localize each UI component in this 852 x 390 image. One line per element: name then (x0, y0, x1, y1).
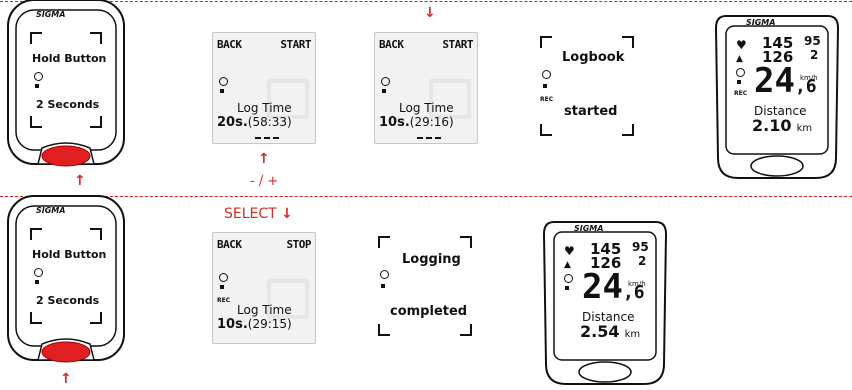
plus-minus-label: - / + (250, 174, 279, 189)
start-label: START (442, 38, 473, 51)
indicator-dot (381, 284, 385, 288)
rec-label: REC (217, 297, 231, 304)
altitude-icon: ▲ (736, 54, 743, 64)
hold-line2: 2 Seconds (36, 294, 100, 307)
screen-logbook-started: Logbook REC started (536, 32, 638, 142)
arrow-down-icon: ↓ (424, 5, 436, 21)
speed-unit: km/h (628, 280, 646, 288)
indicator-dot (220, 89, 224, 93)
arrow-up-icon: ↑ (258, 151, 270, 167)
indicator-dot (737, 80, 741, 84)
rec-label: REC (734, 90, 748, 97)
top-dashed-separator (0, 1, 852, 2)
screen-log-time-20: BACK START Log Time 20s.(58:33) (212, 32, 316, 144)
log-time-value: 20s.(58:33) (217, 115, 292, 130)
heart-icon: ♥ (564, 244, 575, 258)
logbook-label: Logbook (562, 50, 625, 65)
indicator-dot (382, 89, 386, 93)
completed-label: completed (390, 304, 468, 319)
device-hold-top: SIGMA Hold Button 2 Seconds (2, 0, 130, 174)
stop-label: STOP (286, 238, 312, 251)
brand-logo: SIGMA (36, 10, 66, 19)
clock-icon (542, 70, 551, 79)
logging-label: Logging (402, 252, 461, 267)
indicator-dot (543, 84, 547, 88)
clock-icon (736, 68, 745, 77)
clock-icon (34, 268, 43, 277)
indicator-dot (220, 285, 224, 289)
computer-display: ♥ 145 95 ▲ 126 2 REC 24,6 km/h Distance … (734, 34, 821, 135)
device-screen: Hold Button 2 Seconds (24, 222, 108, 330)
back-label: BACK (379, 38, 404, 51)
back-label: BACK (217, 38, 242, 51)
hold-line1: Hold Button (32, 248, 107, 261)
log-time-value: 10s.(29:16) (379, 115, 454, 130)
hold-line1: Hold Button (32, 52, 107, 65)
log-time-value: 10s.(29:15) (217, 317, 292, 332)
clock-icon (564, 274, 573, 283)
altitude-icon: ▲ (564, 260, 571, 270)
middle-dashed-separator (0, 196, 852, 197)
arrow-down-icon: ↓ (281, 206, 293, 222)
hold-line2: 2 Seconds (36, 98, 100, 111)
screen-log-time-10: BACK START Log Time 10s.(29:16) (374, 32, 478, 144)
indicator-dot (35, 280, 39, 284)
rec-label: REC (540, 96, 554, 103)
indicator-dot (35, 84, 39, 88)
back-label: BACK (217, 238, 242, 251)
start-label: START (280, 38, 311, 51)
speed-unit: km/h (800, 74, 818, 82)
device-screen: Hold Button 2 Seconds (24, 26, 108, 134)
clock-icon (381, 77, 390, 86)
brand-logo: SIGMA (574, 224, 604, 233)
screen-logging-completed: Logging completed (374, 232, 476, 342)
distance-value: 2.54 km (580, 322, 641, 341)
brand-logo: SIGMA (36, 206, 66, 215)
indicator-dot (565, 286, 569, 290)
clock-icon (219, 77, 228, 86)
clock-icon (380, 270, 389, 279)
screen-log-time-stop: BACK STOP REC Log Time 10s.(29:15) (212, 232, 316, 344)
heart-icon: ♥ (736, 38, 747, 52)
speed-value: 24,6 (754, 61, 817, 101)
log-time-label: Log Time (399, 101, 454, 115)
arrow-up-icon: ↑ (74, 173, 86, 189)
distance-label: Distance (754, 104, 807, 118)
clock-icon (219, 273, 228, 282)
speed-value: 24,6 (582, 267, 645, 307)
brand-logo: SIGMA (746, 18, 776, 27)
arrow-up-icon: ↑ (60, 371, 72, 387)
started-label: started (564, 104, 618, 119)
distance-value: 2.10 km (752, 116, 813, 135)
clock-icon (34, 72, 43, 81)
computer-display: ♥ 145 95 ▲ 126 2 24,6 km/h Distance 2.54… (564, 240, 649, 341)
cycle-computer-top: SIGMA ♥ 145 95 ▲ 126 2 REC 24,6 km/h Dis… (712, 8, 842, 184)
cycle-computer-bottom: SIGMA ♥ 145 95 ▲ 126 2 24,6 km/h Distanc… (540, 214, 670, 390)
distance-label: Distance (582, 310, 635, 324)
select-label: SELECT ↓ (224, 206, 293, 222)
device-hold-bottom: SIGMA Hold Button 2 Seconds (2, 194, 130, 370)
log-time-label: Log Time (237, 303, 292, 317)
log-time-label: Log Time (237, 101, 292, 115)
